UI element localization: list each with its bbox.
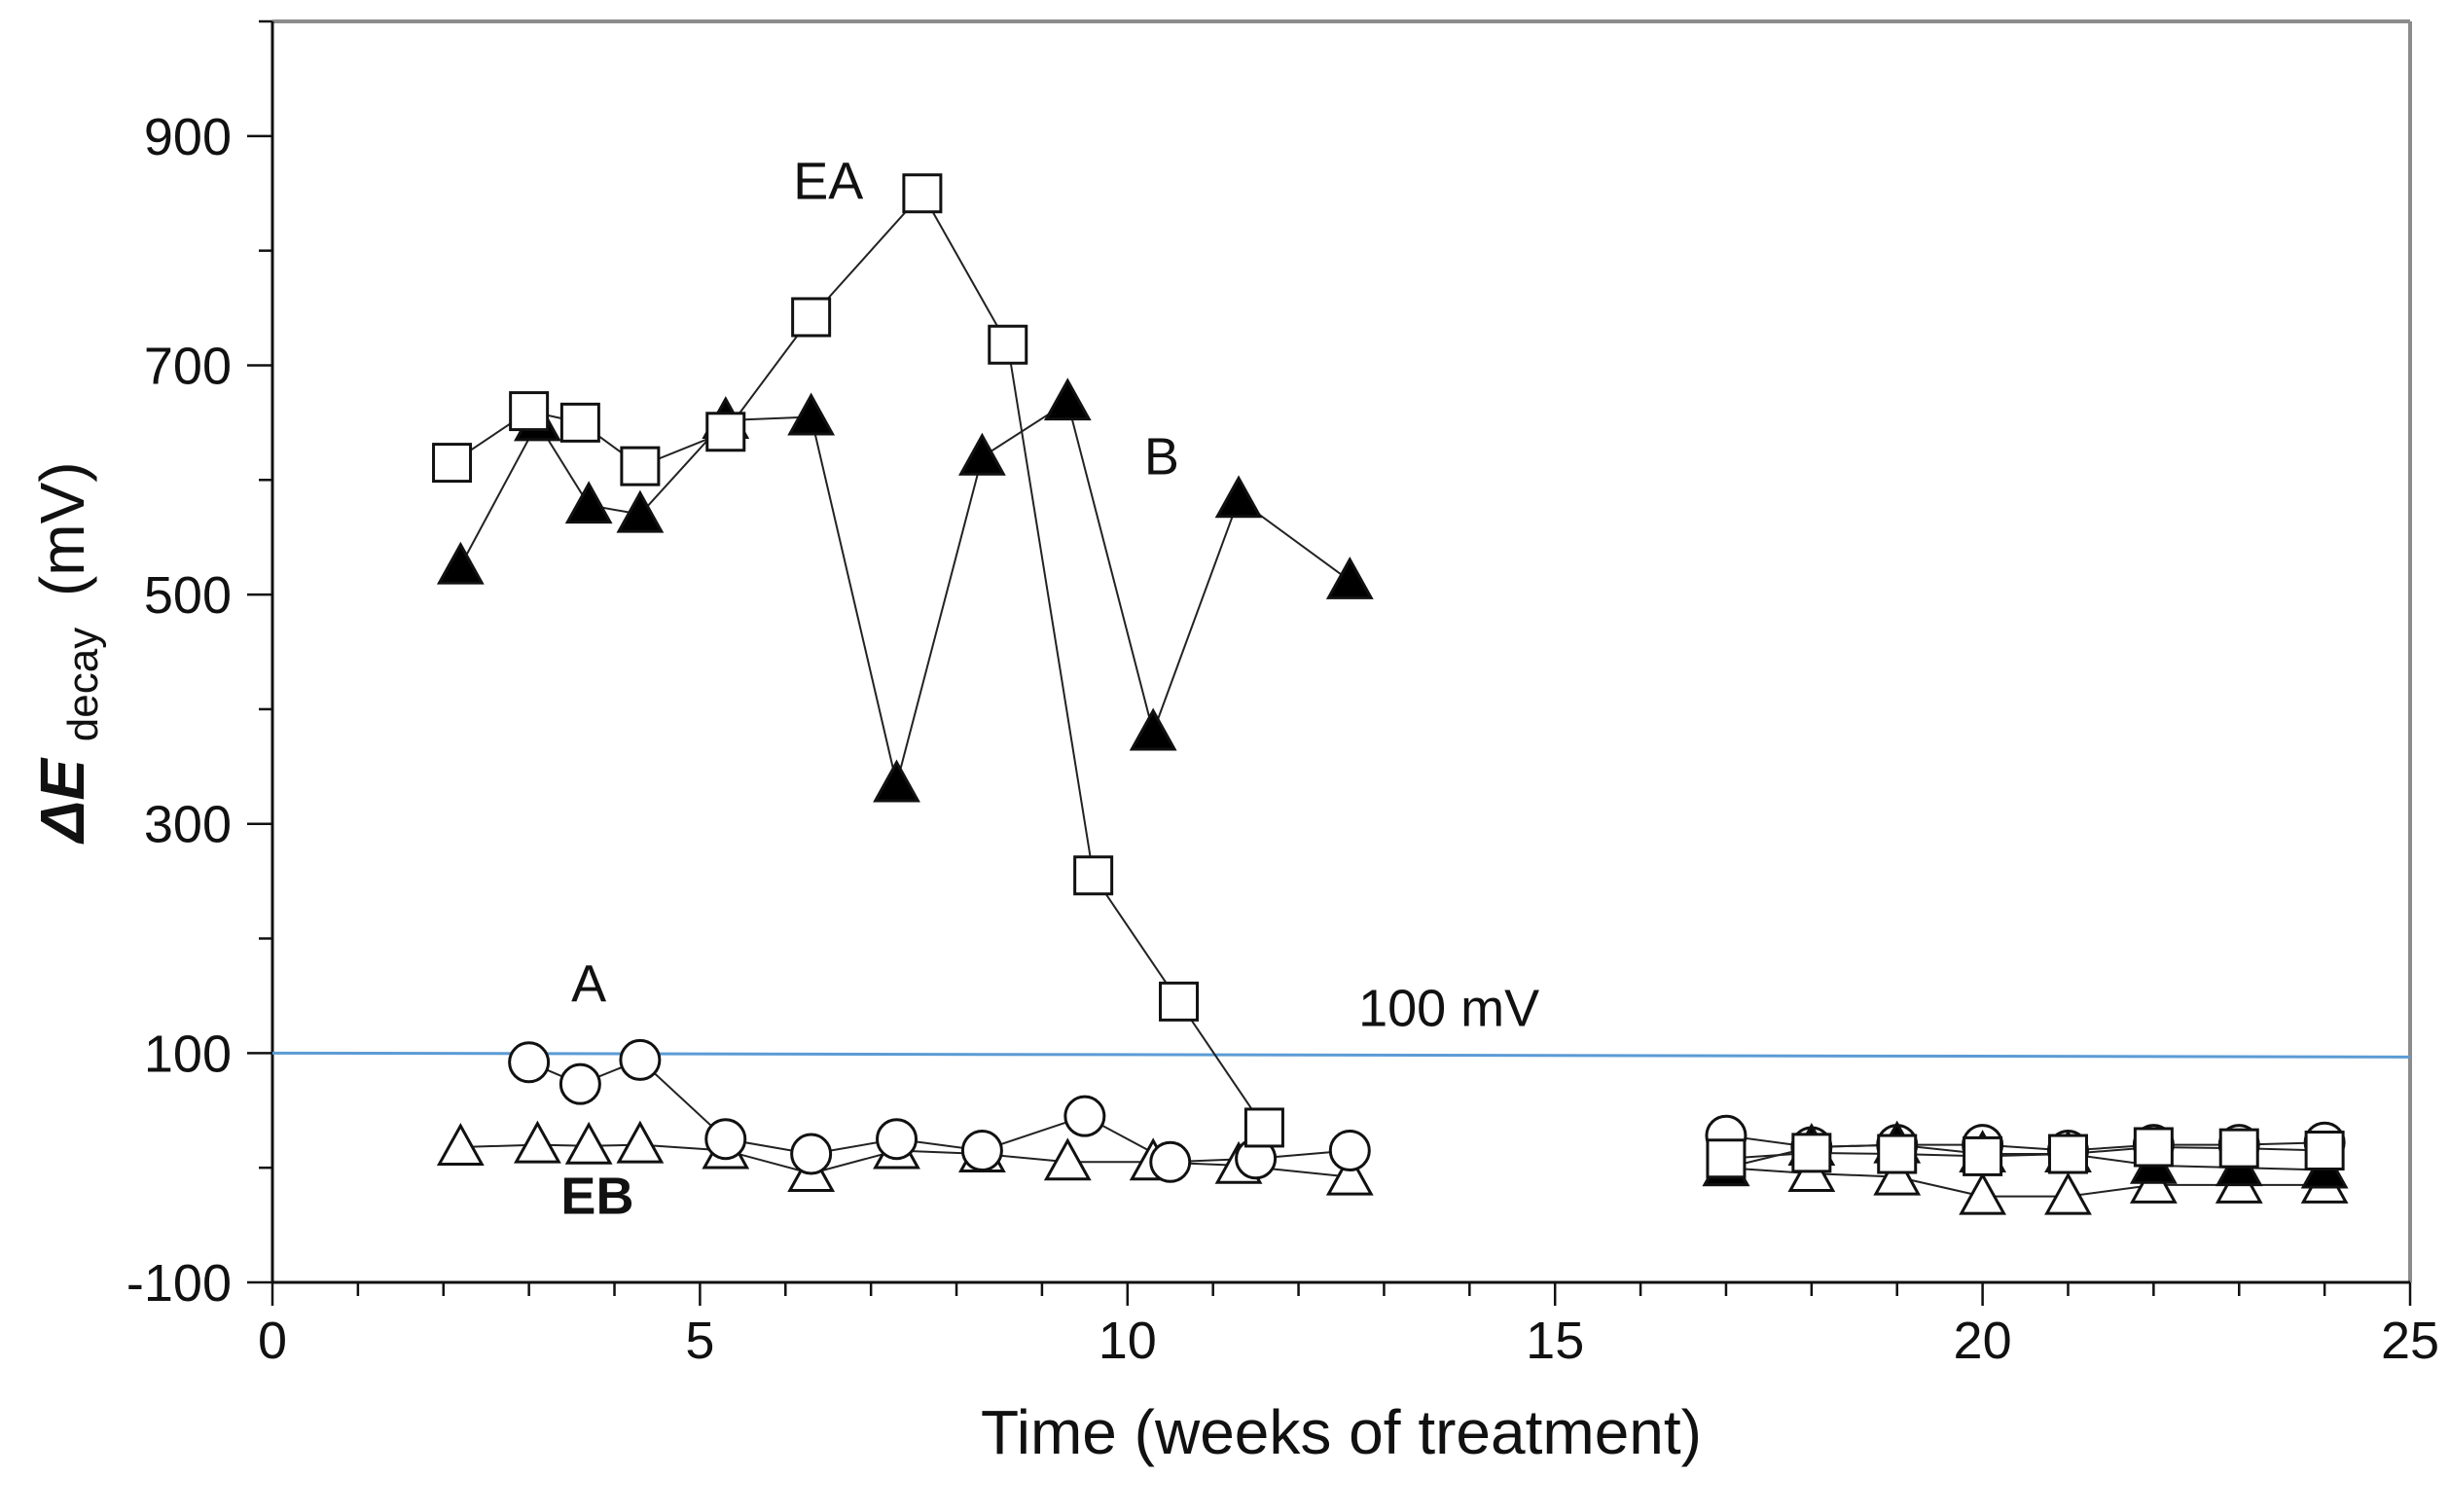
annotation-label-a: A [571,954,606,1013]
y-tick-label: 100 [144,1025,232,1083]
y-axis: -100 100 300 500 700 900 [126,19,272,1313]
y-axis-title-prefix: ΔE [27,757,97,845]
data-point-eb [1325,1152,1374,1196]
data-point-ea [559,402,600,443]
reference-line-100mv [271,1051,2411,1059]
series-group [432,173,2349,1215]
data-point-b [958,432,1006,476]
annotation-label-b: B [1144,427,1179,486]
data-point-b [1325,557,1374,599]
data-point-ea [1073,855,1114,896]
data-point-ea [988,324,1028,365]
data-point-ea [2304,1131,2345,1171]
data-point-eb [1873,1152,1922,1196]
data-point-ea [1877,1134,1918,1174]
y-tick-label: 900 [144,108,232,166]
data-point-ea [791,297,832,338]
data-point-b [1129,707,1177,751]
y-axis-title: ΔE decay (mV) [27,461,111,844]
data-point-eb [1959,1171,2006,1215]
data-point-ea [1706,1138,1747,1179]
y-axis-title-subscript: decay [59,628,107,741]
data-point-eb [616,1120,665,1164]
data-point-b [436,541,485,585]
y-tick-label: 700 [144,337,232,395]
data-point-eb [514,1120,561,1164]
data-point-a [1149,1140,1192,1183]
data-point-eb [436,1123,485,1166]
y-axis-title-suffix: (mV) [27,461,97,596]
data-point-eb [2044,1171,2092,1215]
data-point-a [558,1062,601,1105]
data-point-ea [620,446,661,486]
data-point-b [616,489,665,533]
y-tick-label: 500 [144,566,232,625]
data-point-a [704,1118,747,1161]
x-tick-label: 15 [1526,1312,1584,1370]
data-point-b [873,759,920,803]
series-b-markers [436,378,2349,1189]
data-point-a [876,1118,919,1161]
data-point-a [1328,1130,1371,1172]
data-point-ea [2047,1134,2088,1174]
data-point-ea [2218,1128,2259,1169]
x-axis: 0 5 10 15 20 25 [258,1282,2439,1370]
plot-frame [270,19,2412,1284]
data-point-ea [902,173,943,214]
data-point-eb [564,1121,613,1165]
annotations: EA B A EB [560,153,1179,1226]
x-tick-label: 20 [1954,1312,2012,1370]
data-point-ea [1243,1107,1284,1148]
data-point-ea [509,391,550,432]
x-tick-label: 10 [1099,1312,1157,1370]
data-point-eb [1043,1137,1092,1181]
y-tick-label: 300 [144,796,232,854]
x-tick-label: 25 [2381,1312,2439,1370]
data-point-ea [432,443,473,484]
y-tick-label: -100 [126,1254,232,1313]
reference-line-label: 100 mV [1358,979,1539,1037]
data-point-ea [2133,1127,2174,1168]
data-point-ea [1963,1135,2003,1176]
data-point-ea [705,412,746,452]
data-point-a [960,1130,1003,1172]
data-point-a [1063,1095,1106,1137]
data-point-a [790,1133,833,1175]
series-ea-markers [432,173,2345,1179]
data-point-b [1214,475,1263,519]
annotation-label-ea: EA [793,153,863,211]
x-tick-label: 5 [685,1312,714,1370]
data-point-b [564,481,613,524]
x-axis-title: Time (weeks of treatment) [981,1397,1702,1467]
data-point-ea [1791,1133,1832,1173]
annotation-label-eb: EB [560,1167,633,1225]
data-point-ea [1159,981,1200,1022]
series-b-line [459,400,1351,784]
data-point-a [508,1041,551,1084]
data-point-a [619,1038,662,1081]
x-tick-label: 0 [258,1312,287,1370]
data-point-b [787,392,836,436]
data-point-b [1043,378,1092,421]
